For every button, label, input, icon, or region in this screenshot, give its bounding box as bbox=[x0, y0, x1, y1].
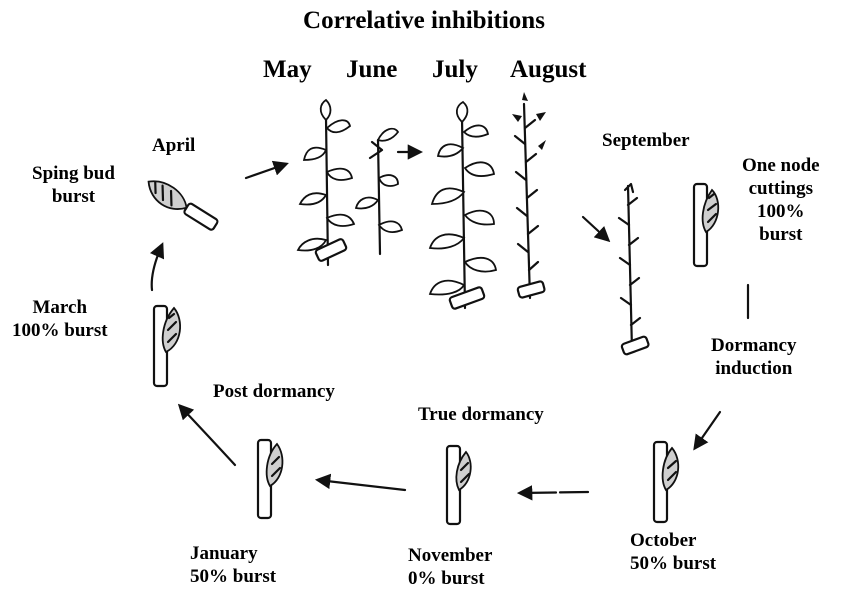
one-node-cutting bbox=[694, 184, 718, 266]
august-shoot bbox=[512, 92, 546, 298]
month-august: August bbox=[510, 55, 586, 85]
arrow-march-to-april bbox=[152, 245, 162, 290]
label-april: April bbox=[152, 134, 195, 157]
october-cutting bbox=[654, 442, 678, 522]
label-march-burst: 100% burst bbox=[12, 319, 108, 342]
label-january-burst: 50% burst bbox=[190, 565, 276, 588]
label-spring-bud-burst-line1: Sping bud bbox=[32, 162, 115, 185]
label-dormancy-induction-line1: Dormancy bbox=[711, 334, 796, 357]
label-one-node-cuttings-line1: One node bbox=[742, 154, 820, 177]
label-november-month: November bbox=[408, 544, 492, 567]
month-june: June bbox=[346, 55, 397, 85]
arrow-april-to-may bbox=[246, 164, 286, 178]
label-post-dormancy: Post dormancy bbox=[213, 380, 335, 403]
label-january: January 50% burst bbox=[190, 542, 276, 588]
arrow-october-to-november bbox=[520, 492, 588, 493]
month-may: May bbox=[263, 55, 312, 85]
march-cutting bbox=[154, 306, 180, 386]
label-january-month: January bbox=[190, 542, 276, 565]
label-october-burst: 50% burst bbox=[630, 552, 716, 575]
label-september: September bbox=[602, 129, 690, 152]
september-shoot bbox=[619, 184, 649, 355]
label-march: March 100% burst bbox=[12, 296, 108, 342]
label-dormancy-induction-line2: induction bbox=[711, 357, 796, 380]
label-spring-bud-burst-line2: burst bbox=[32, 185, 115, 208]
arrow-august-to-september bbox=[583, 217, 608, 240]
label-one-node-cuttings-line4: burst bbox=[742, 223, 820, 246]
label-one-node-cuttings-line2: cuttings bbox=[742, 177, 820, 200]
arrow-to-october bbox=[695, 412, 720, 448]
may-shoot bbox=[298, 100, 354, 265]
label-november-burst: 0% burst bbox=[408, 567, 492, 590]
july-shoot bbox=[430, 102, 496, 309]
summer-months-header: May June July August bbox=[0, 55, 848, 85]
april-bud-burst-cutting bbox=[142, 175, 221, 235]
label-october: October 50% burst bbox=[630, 529, 716, 575]
diagram-title: Correlative inhibitions bbox=[0, 6, 848, 36]
label-march-month: March bbox=[12, 296, 108, 319]
label-one-node-cuttings-line3: 100% bbox=[742, 200, 820, 223]
arrow-january-to-march bbox=[180, 406, 235, 465]
label-one-node-cuttings: One node cuttings 100% burst bbox=[742, 154, 820, 246]
june-shoot bbox=[356, 129, 402, 254]
month-july: July bbox=[432, 55, 478, 85]
arrow-november-to-january bbox=[318, 480, 405, 490]
label-spring-bud-burst: Sping bud burst bbox=[32, 162, 115, 208]
january-cutting bbox=[258, 440, 282, 518]
label-october-month: October bbox=[630, 529, 716, 552]
november-cutting bbox=[447, 446, 471, 524]
label-dormancy-induction: Dormancy induction bbox=[711, 334, 796, 380]
label-november: November 0% burst bbox=[408, 544, 492, 590]
label-true-dormancy: True dormancy bbox=[418, 403, 544, 426]
